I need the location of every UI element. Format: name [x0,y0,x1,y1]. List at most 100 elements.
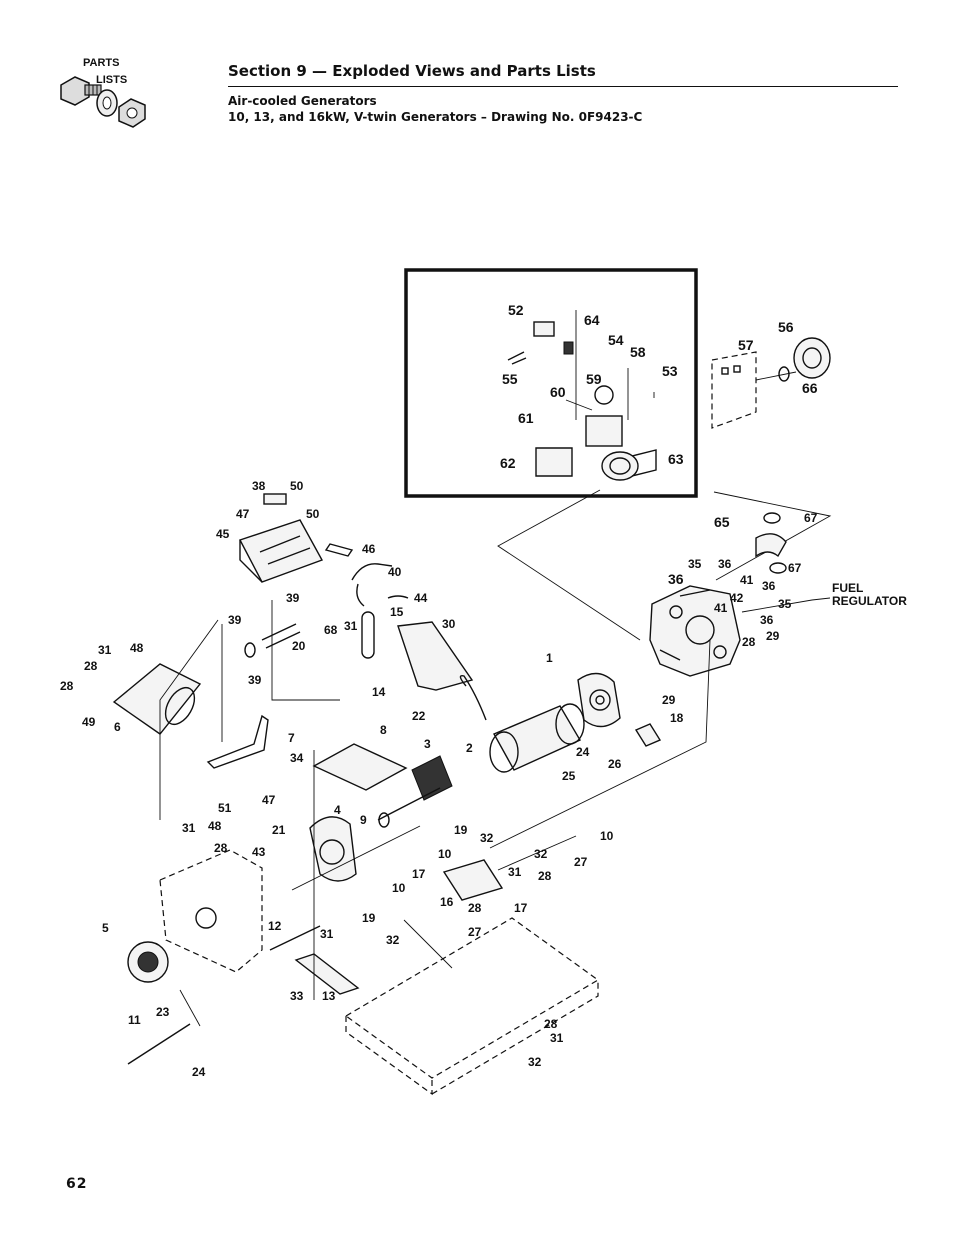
callout-10c: 10 [392,881,406,895]
callout-25: 25 [562,769,576,783]
callout-40: 40 [388,565,402,579]
callout-51: 51 [218,801,232,815]
muffler [112,663,202,735]
callout-50a: 50 [290,479,304,493]
callout-67b: 67 [788,561,802,575]
callout-32d: 32 [528,1055,542,1069]
callout-23: 23 [156,1005,170,1019]
callout-54: 54 [608,332,624,348]
callout-1: 1 [546,651,553,665]
callout-17a: 17 [412,867,426,881]
subtitle-line-2: 10, 13, and 16kW, V-twin Generators – Dr… [228,110,643,124]
callout-31d: 31 [508,865,522,879]
callout-19b: 19 [362,911,376,925]
callout-61: 61 [518,410,534,426]
callout-33: 33 [290,989,304,1003]
callout-3: 3 [424,737,431,751]
callout-32c: 32 [386,933,400,947]
callout-7: 7 [288,731,295,745]
callout-36b: 36 [668,571,684,587]
callout-19a: 19 [454,823,468,837]
callout-28a: 28 [742,635,756,649]
callout-67a: 67 [804,511,818,525]
callout-31e: 31 [320,927,334,941]
callout-60: 60 [550,384,566,400]
section-title: Section 9 — Exploded Views and Parts Lis… [228,62,898,87]
inset-parts [507,310,657,481]
callout-47a: 47 [236,507,250,521]
callout-28d: 28 [214,841,228,855]
callout-28e: 28 [538,869,552,883]
callout-49: 49 [82,715,96,729]
callout-29a: 29 [766,629,780,643]
control-panel-bracket [238,493,354,583]
logo-text-lists: LISTS [96,74,127,86]
callout-56: 56 [778,319,794,335]
callout-41b: 41 [714,601,728,615]
callout-42: 42 [730,591,744,605]
callout-57: 57 [738,337,754,353]
stator [489,703,585,773]
callout-39c: 39 [248,673,262,687]
callout-46: 46 [362,542,376,556]
logo-text-parts: PARTS [83,57,119,69]
callout-50b: 50 [306,507,320,521]
callouts: 52 64 54 58 55 59 60 53 61 62 63 57 56 6… [60,302,907,1079]
callout-5: 5 [102,921,109,935]
callout-16: 16 [440,895,454,909]
callout-24a: 24 [576,745,590,759]
callout-58: 58 [630,344,646,360]
callout-36d: 36 [760,613,774,627]
callout-27a: 27 [574,855,588,869]
subtitle: Air-cooled Generators 10, 13, and 16kW, … [228,93,898,125]
callout-39b: 39 [228,613,242,627]
callout-9: 9 [360,813,367,827]
callout-30: 30 [442,617,456,631]
callout-34: 34 [290,751,304,765]
callout-21: 21 [272,823,286,837]
callout-29b: 29 [662,693,676,707]
bolt-and-nut-icon [60,76,146,128]
page-header: Section 9 — Exploded Views and Parts Lis… [228,62,898,125]
callout-48b: 48 [208,819,222,833]
callout-26: 26 [608,757,622,771]
callout-15: 15 [390,605,404,619]
callout-44: 44 [414,591,428,605]
callout-22: 22 [412,709,426,723]
callout-63: 63 [668,451,684,467]
callout-32b: 32 [534,847,548,861]
callout-64: 64 [584,312,600,328]
intake-elbow [755,512,787,574]
fan [127,941,169,983]
callout-65: 65 [714,514,730,530]
callout-18: 18 [670,711,684,725]
fuel-regulator-label-1: FUEL [832,581,863,595]
callout-38: 38 [252,479,266,493]
callout-47b: 47 [262,793,276,807]
callout-32a: 32 [480,831,494,845]
callout-13: 13 [322,989,336,1003]
callout-28c: 28 [60,679,74,693]
engine-assembly [649,585,741,677]
callout-52: 52 [508,302,524,318]
callout-14: 14 [372,685,386,699]
callout-31f: 31 [550,1031,564,1045]
rear-bearing-carrier [577,672,621,728]
subtitle-line-1: Air-cooled Generators [228,94,377,108]
callout-43: 43 [252,845,266,859]
callout-20: 20 [292,639,306,653]
callout-31c: 31 [182,821,196,835]
callout-66: 66 [802,380,818,396]
callout-35a: 35 [688,557,702,571]
callout-28b: 28 [84,659,98,673]
callout-68: 68 [324,623,338,637]
callout-17b: 17 [514,901,528,915]
fuel-regulator-label-2: REGULATOR [832,594,907,608]
air-cleaner-panel [711,337,831,429]
callout-62: 62 [500,455,516,471]
callout-36a: 36 [718,557,732,571]
callout-12: 12 [268,919,282,933]
parts-lists-logo: PARTS LISTS [60,57,146,128]
callout-4: 4 [334,803,341,817]
callout-53: 53 [662,363,678,379]
